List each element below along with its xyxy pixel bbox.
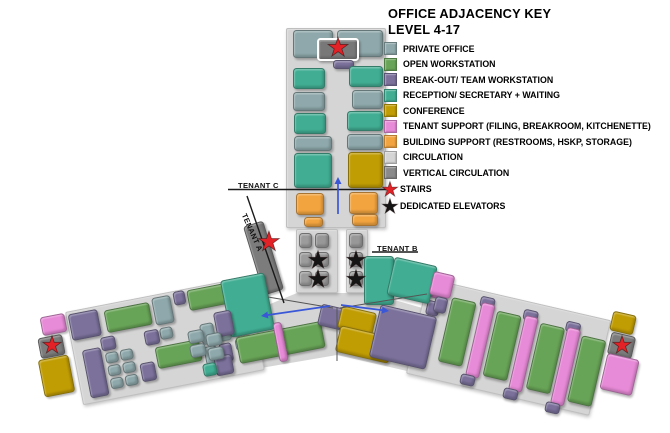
private-office-block bbox=[107, 363, 122, 377]
open-workstation-block bbox=[103, 301, 153, 334]
vertical-circulation-block bbox=[315, 233, 329, 248]
legend-color-chip bbox=[384, 88, 397, 102]
conference-block bbox=[348, 152, 383, 188]
legend-item: PRIVATE OFFICE bbox=[384, 41, 670, 57]
private-office-block bbox=[158, 325, 174, 341]
building-support-block bbox=[296, 193, 324, 215]
legend: OFFICE ADJACENCY KEY LEVEL 4-17 PRIVATE … bbox=[381, 6, 651, 216]
legend-color-chip bbox=[384, 57, 397, 71]
legend-item-label: OPEN WORKSTATION bbox=[403, 59, 496, 70]
stairs-star-icon: ★ bbox=[41, 331, 63, 360]
reception-waiting-block bbox=[347, 111, 383, 131]
building-support-block bbox=[352, 214, 378, 226]
vertical-circulation-block bbox=[349, 252, 363, 267]
breakout-workstation-block bbox=[172, 289, 187, 306]
legend-subtitle: LEVEL 4-17 bbox=[388, 21, 461, 37]
reception-waiting-block bbox=[294, 113, 326, 134]
legend-item-label: STAIRS bbox=[400, 183, 432, 194]
elevator-star-icon: ★ bbox=[307, 265, 329, 294]
building-support-block bbox=[349, 192, 378, 214]
vertical-circulation-block bbox=[349, 271, 363, 286]
private-office-block bbox=[352, 90, 383, 109]
breakout-workstation-block bbox=[543, 400, 562, 415]
private-office-block bbox=[294, 136, 332, 151]
legend-item: ★STAIRS bbox=[381, 176, 670, 201]
vertical-circulation-block bbox=[349, 233, 363, 248]
stairs-star-icon: ★ bbox=[326, 32, 350, 63]
private-office-block bbox=[293, 92, 325, 111]
private-office-block bbox=[150, 294, 175, 326]
legend-items: PRIVATE OFFICE OPEN WORKSTATION BREAK-OUT/… bbox=[381, 41, 670, 218]
legend-color-chip bbox=[384, 42, 397, 56]
breakout-workstation-block bbox=[459, 372, 477, 388]
legend-item: VERTICAL CIRCULATION bbox=[384, 165, 670, 181]
legend-item: OPEN WORKSTATION bbox=[384, 57, 670, 73]
legend-item-label: DEDICATED ELEVATORS bbox=[400, 200, 506, 211]
legend-item-label: PRIVATE OFFICE bbox=[403, 43, 475, 54]
tenant-c-label: TENANT C bbox=[238, 181, 279, 190]
private-office-block bbox=[121, 360, 137, 374]
legend-item-label: BREAK-OUT/ TEAM WORKSTATION bbox=[403, 74, 554, 85]
legend-item: TENANT SUPPORT (FILING, BREAKROOM, KITCH… bbox=[384, 119, 670, 135]
reception-waiting-block bbox=[201, 361, 219, 378]
legend-item: ★DEDICATED ELEVATORS bbox=[381, 193, 670, 218]
vertical-circulation-block bbox=[299, 252, 312, 267]
building-support-block bbox=[304, 217, 323, 227]
stairs-star-icon: ★ bbox=[381, 176, 400, 201]
legend-color-chip bbox=[384, 150, 397, 164]
legend-item: CONFERENCE bbox=[384, 103, 670, 119]
elevator-star-icon: ★ bbox=[345, 265, 367, 294]
stairs-star-icon: ★ bbox=[611, 331, 633, 360]
private-office-block bbox=[109, 376, 125, 390]
elevator-star-icon: ★ bbox=[381, 193, 400, 218]
legend-item: BREAK-OUT/ TEAM WORKSTATION bbox=[384, 72, 670, 88]
reception-waiting-block bbox=[293, 68, 325, 89]
legend-item-label: CONFERENCE bbox=[403, 105, 465, 116]
legend-item-label: VERTICAL CIRCULATION bbox=[403, 167, 510, 178]
legend-item-label: BUILDING SUPPORT (RESTROOMS, HSKP, STORA… bbox=[403, 136, 632, 147]
legend-color-chip bbox=[384, 135, 397, 149]
breakout-workstation-block bbox=[143, 328, 161, 347]
breakout-workstation-block bbox=[139, 360, 158, 383]
vertical-circulation-block bbox=[315, 252, 329, 267]
legend-color-chip bbox=[384, 166, 397, 180]
breakout-workstation-block bbox=[67, 308, 103, 342]
legend-item: CIRCULATION bbox=[384, 150, 670, 166]
tenant-support-block bbox=[599, 352, 640, 397]
legend-item-label: RECEPTION/ SECRETARY + WAITING bbox=[403, 90, 560, 101]
private-office-block bbox=[104, 350, 120, 365]
private-office-block bbox=[119, 347, 135, 362]
elevator-star-icon: ★ bbox=[307, 246, 329, 275]
vertical-circulation-block bbox=[315, 271, 329, 286]
legend-item: RECEPTION/ SECRETARY + WAITING bbox=[384, 88, 670, 104]
breakout-workstation-block bbox=[99, 335, 117, 352]
tenant-b-label: TENANT B bbox=[377, 244, 418, 253]
conference-block bbox=[37, 354, 76, 398]
vertical-circulation-block bbox=[299, 233, 312, 248]
legend-color-chip bbox=[384, 104, 397, 118]
legend-color-chip bbox=[384, 119, 397, 133]
legend-item: BUILDING SUPPORT (RESTROOMS, HSKP, STORA… bbox=[384, 134, 670, 150]
breakout-workstation-block bbox=[333, 60, 354, 69]
legend-item-label: TENANT SUPPORT (FILING, BREAKROOM, KITCH… bbox=[403, 121, 651, 132]
private-office-block bbox=[124, 373, 140, 387]
legend-color-chip bbox=[384, 73, 397, 87]
reception-waiting-block bbox=[294, 153, 332, 188]
breakout-workstation-block bbox=[501, 386, 520, 402]
private-office-block bbox=[347, 134, 383, 150]
reception-waiting-block bbox=[349, 66, 383, 87]
legend-item-label: CIRCULATION bbox=[403, 152, 463, 163]
legend-title: OFFICE ADJACENCY KEY bbox=[388, 6, 552, 21]
elevator-star-icon: ★ bbox=[345, 246, 367, 275]
vertical-circulation-block bbox=[299, 271, 312, 286]
